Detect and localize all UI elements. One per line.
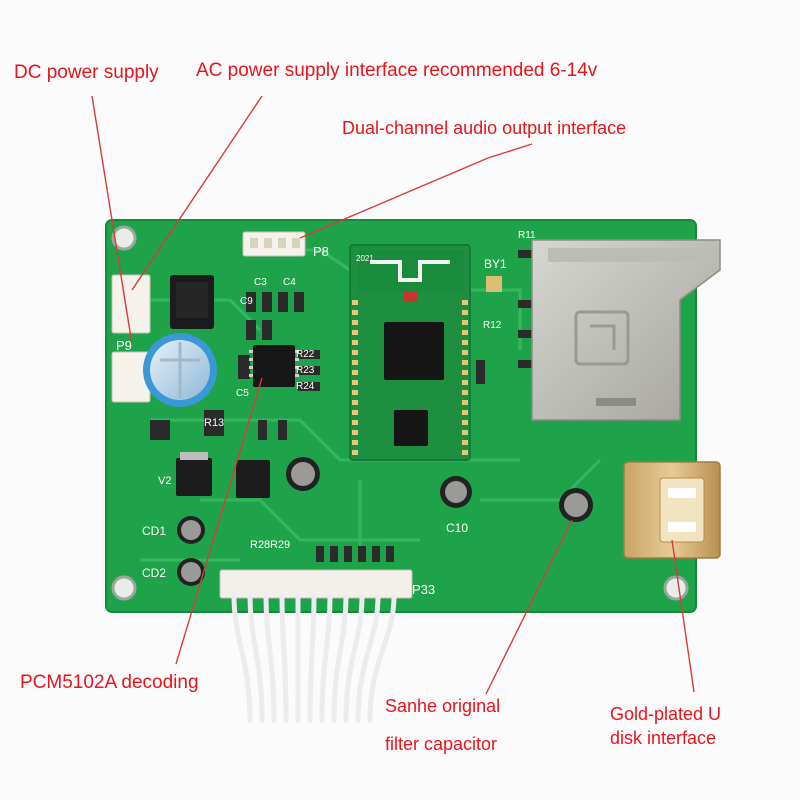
callout-dc-power: DC power supply: [14, 62, 159, 83]
silk-r11: R11: [518, 230, 536, 241]
silk-c5: C5: [236, 388, 249, 399]
smd-components: [150, 250, 532, 562]
sd-card-slot-icon: [531, 239, 721, 421]
ribbon-wires: [231, 593, 397, 723]
p8-connector: [242, 231, 306, 257]
callout-usb-line1: Gold-plated U: [610, 704, 722, 724]
antenna-trace-icon: [370, 260, 450, 282]
rf-pad: [486, 276, 502, 292]
silk-r29: R29: [270, 539, 290, 551]
silk-cd2: CD2: [142, 566, 166, 580]
usb-port-icon: [623, 461, 721, 559]
silk-c10: C10: [446, 521, 468, 535]
dc-connector: [111, 274, 151, 334]
main-capacitor: [143, 333, 217, 407]
silk-p9: P9: [116, 338, 132, 353]
callout-ac-power: AC power supply interface recommended 6-…: [196, 60, 598, 81]
silk-p8: P8: [313, 244, 329, 259]
callout-usb-line2: disk interface: [610, 728, 717, 748]
silk-cd1: CD1: [142, 524, 166, 538]
silk-r13: R13: [204, 417, 224, 429]
silk-by1: BY1: [484, 257, 507, 271]
callout-capacitor-line1: Sanhe original: [385, 696, 501, 716]
silk-c9: C9: [240, 296, 253, 307]
silk-c4: C4: [283, 277, 296, 288]
silk-r23: R23: [296, 365, 315, 376]
mounting-holes: [111, 225, 689, 601]
p33-connector: P33: [219, 569, 435, 599]
silk-c3: C3: [254, 277, 267, 288]
silk-v2: V2: [158, 475, 171, 487]
silk-r28: R28: [250, 539, 270, 551]
callout-audio-output: Dual-channel audio output interface: [342, 118, 627, 138]
silk-p33: P33: [412, 582, 435, 597]
silk-r22: R22: [296, 349, 315, 360]
bluetooth-module: 2021: [349, 244, 471, 461]
callout-capacitor-line2: filter capacitor: [385, 734, 498, 754]
pcm5102a-chip: [253, 345, 295, 387]
silk-module-year: 2021: [356, 254, 374, 263]
silk-r12: R12: [483, 320, 502, 331]
callout-decoder: PCM5102A decoding: [20, 672, 199, 693]
smd-chip-small: [236, 460, 270, 498]
silk-r24: R24: [296, 381, 315, 392]
small-capacitors: [177, 457, 593, 586]
callout-lines: [91, 95, 695, 695]
regulator-chip: [176, 458, 212, 496]
